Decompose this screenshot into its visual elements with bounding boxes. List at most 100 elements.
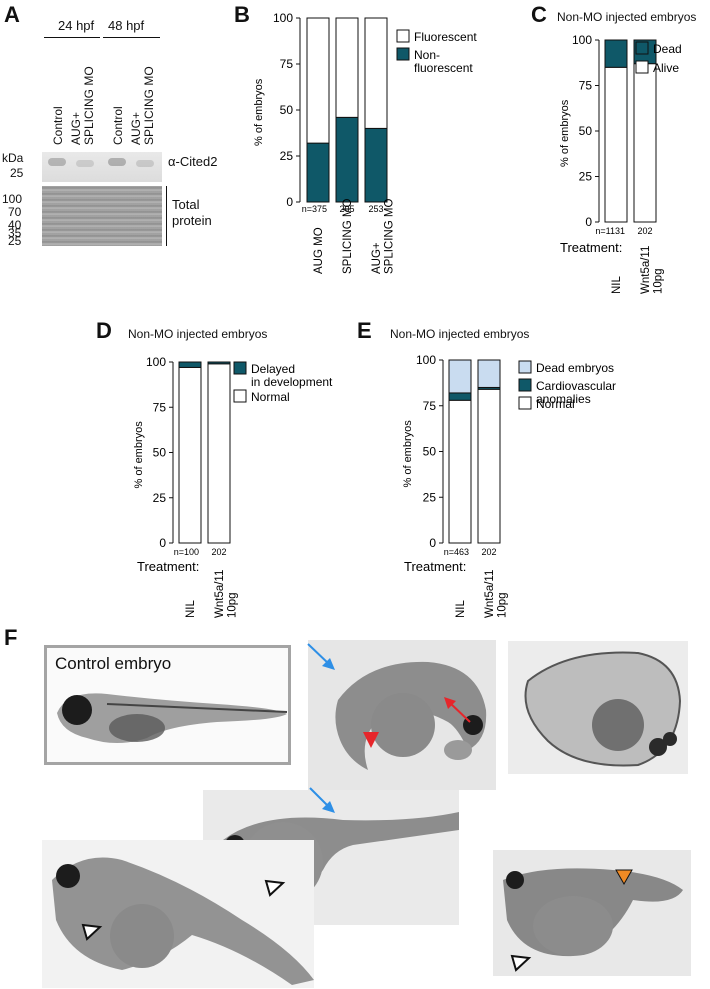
- chart-b-n-value-0: n=375: [302, 204, 327, 214]
- chart-d-y-tick-label-0: 0: [159, 536, 166, 550]
- total-protein-label-2: protein: [172, 213, 212, 228]
- chart-b-category-label-0: AUG MO: [313, 227, 325, 274]
- chart-e-treatment-label: Treatment:: [404, 559, 466, 574]
- chart-b-legend-swatch-0: [396, 29, 410, 43]
- band-label-cited2: α-Cited2: [168, 154, 218, 169]
- chart-d-bar-0-segment-1: [178, 361, 202, 368]
- chart-c-y-axis-label: % of embryos: [559, 99, 571, 167]
- chart-e-bar-0-segment-2: [448, 359, 472, 394]
- chart-c-bar-0-segment-1: [604, 39, 628, 68]
- chart-b-bar-1-segment-1: [335, 17, 359, 118]
- chart-c-y-tick-label-2: 50: [579, 124, 593, 138]
- chart-e-category-label-0: NIL: [455, 600, 467, 619]
- chart-e-n-value-1: 202: [481, 547, 496, 557]
- kda-label: kDa: [2, 151, 24, 165]
- chart-b-legend-swatch-1: [396, 47, 410, 61]
- chart-b-y-tick-label-1: 25: [280, 149, 294, 163]
- panel-c-letter: C: [531, 2, 547, 27]
- panel-d-letter: D: [96, 318, 112, 343]
- timepoint-48hpf-rule: [103, 37, 160, 38]
- orange-arrowhead: [615, 869, 633, 886]
- panel-c-title: Non-MO injected embryos: [557, 10, 697, 24]
- chart-e-y-tick-label-1: 25: [423, 490, 437, 504]
- blot-band-2: [76, 160, 94, 167]
- panel-f-letter: F: [4, 625, 18, 650]
- chart-e-bar-1-segment-2: [477, 359, 501, 388]
- chart-d-legend-label-1: Normal: [251, 390, 290, 404]
- chart-b-y-axis-label: % of embryos: [253, 78, 265, 146]
- chart-c-legend-swatch-0: [635, 41, 649, 55]
- chart-c-y-tick-label-0: 0: [585, 215, 592, 229]
- photo-control-embryo: Control embryo: [44, 645, 291, 765]
- timepoint-48hpf: 48 hpf: [108, 18, 145, 33]
- panel-a-letter: A: [4, 2, 20, 27]
- chart-e-legend-swatch-0: [518, 360, 532, 374]
- chart-c-category-label-1: Wnt5a/1110pg: [640, 246, 665, 294]
- chart-b-n-value-2: 253: [368, 204, 383, 214]
- chart-b-bar-0-segment-1: [306, 17, 330, 144]
- control-embryo-drawing: [57, 693, 288, 743]
- chart-b-y-tick-label-4: 100: [273, 11, 293, 25]
- timepoint-24hpf: 24 hpf: [58, 18, 95, 33]
- chart-d-category-label-0: NIL: [185, 600, 197, 619]
- chart-e-y-tick-label-4: 100: [416, 353, 436, 367]
- marker-70: 70: [8, 205, 22, 219]
- chart-b-y-tick-label-0: 0: [286, 195, 293, 209]
- chart-b-legend-label-0: Fluorescent: [414, 30, 477, 44]
- timepoint-24hpf-rule: [44, 37, 100, 38]
- chart-b-y-tick-label-2: 50: [280, 103, 294, 117]
- total-protein-blot: [42, 186, 162, 246]
- photo-embryo-curved: [308, 640, 496, 790]
- chart-c-category-label-0: NIL: [611, 276, 623, 295]
- chart-d-bar-1-segment-1: [207, 361, 231, 365]
- chart-d-legend-swatch-1: [233, 389, 247, 403]
- chart-e-legend-swatch-2: [518, 396, 532, 410]
- chart-b-category-label-1: SPLICING MO: [342, 199, 354, 274]
- chart-d-n-value-1: 202: [211, 547, 226, 557]
- chart-b-n-value-1: 205: [339, 204, 354, 214]
- chart-e-legend-swatch-1: [518, 378, 532, 392]
- blue-arrow-middle: [309, 787, 335, 813]
- marker-40: 40: [8, 218, 22, 232]
- panel-b-letter: B: [234, 2, 250, 27]
- panel-e-title: Non-MO injected embryos: [390, 327, 530, 341]
- panel-e-letter: E: [357, 318, 372, 343]
- upper-marker-25: 25: [10, 166, 24, 180]
- chart-e-y-tick-label-0: 0: [429, 536, 436, 550]
- red-arrowhead: [363, 732, 379, 748]
- chart-e-y-axis-label: % of embryos: [402, 420, 414, 488]
- blot-band-1: [48, 158, 66, 166]
- total-protein-bracket: [166, 186, 167, 246]
- red-arrow: [444, 697, 471, 723]
- chart-c-legend-label-0: Dead: [653, 42, 682, 56]
- photo-embryo-bottom-right: [493, 850, 691, 976]
- chart-c-y-tick-label-1: 25: [579, 170, 593, 184]
- chart-c-legend-label-1: Alive: [653, 61, 679, 75]
- open-arrowhead-middle: [264, 879, 286, 897]
- chart-c-n-value-1: 202: [637, 226, 652, 236]
- chart-c-n-value-0: n=1131: [595, 226, 625, 236]
- chart-d-y-tick-label-2: 50: [153, 446, 167, 460]
- chart-b-legend-label-1: Non-fluorescent: [414, 48, 473, 75]
- chart-e-legend-label-2: Normal: [536, 397, 575, 411]
- chart-c-treatment-label: Treatment:: [560, 240, 622, 255]
- chart-d-y-tick-label-3: 75: [153, 400, 167, 414]
- chart-e-legend-label-0: Dead embryos: [536, 361, 614, 375]
- chart-c-y-tick-label-4: 100: [572, 33, 592, 47]
- photo-embryo-bottom-left: [42, 840, 314, 988]
- chart-e-n-value-0: n=463: [444, 547, 469, 557]
- bottom-right-embryo-drawing: [503, 868, 683, 957]
- open-arrowhead-bottom-left: [81, 923, 103, 941]
- chart-d-legend-swatch-0: [233, 361, 247, 375]
- chart-e-y-tick-label-3: 75: [423, 399, 437, 413]
- panel-d-title: Non-MO injected embryos: [128, 327, 268, 341]
- total-protein-label-1: Total: [172, 197, 200, 212]
- chart-b-bar-2-segment-1: [364, 17, 388, 129]
- chart-d-y-axis-label: % of embryos: [133, 421, 145, 489]
- control-embryo-label: Control embryo: [55, 654, 172, 673]
- chart-e-category-label-1: Wnt5a/1110pg: [484, 570, 509, 618]
